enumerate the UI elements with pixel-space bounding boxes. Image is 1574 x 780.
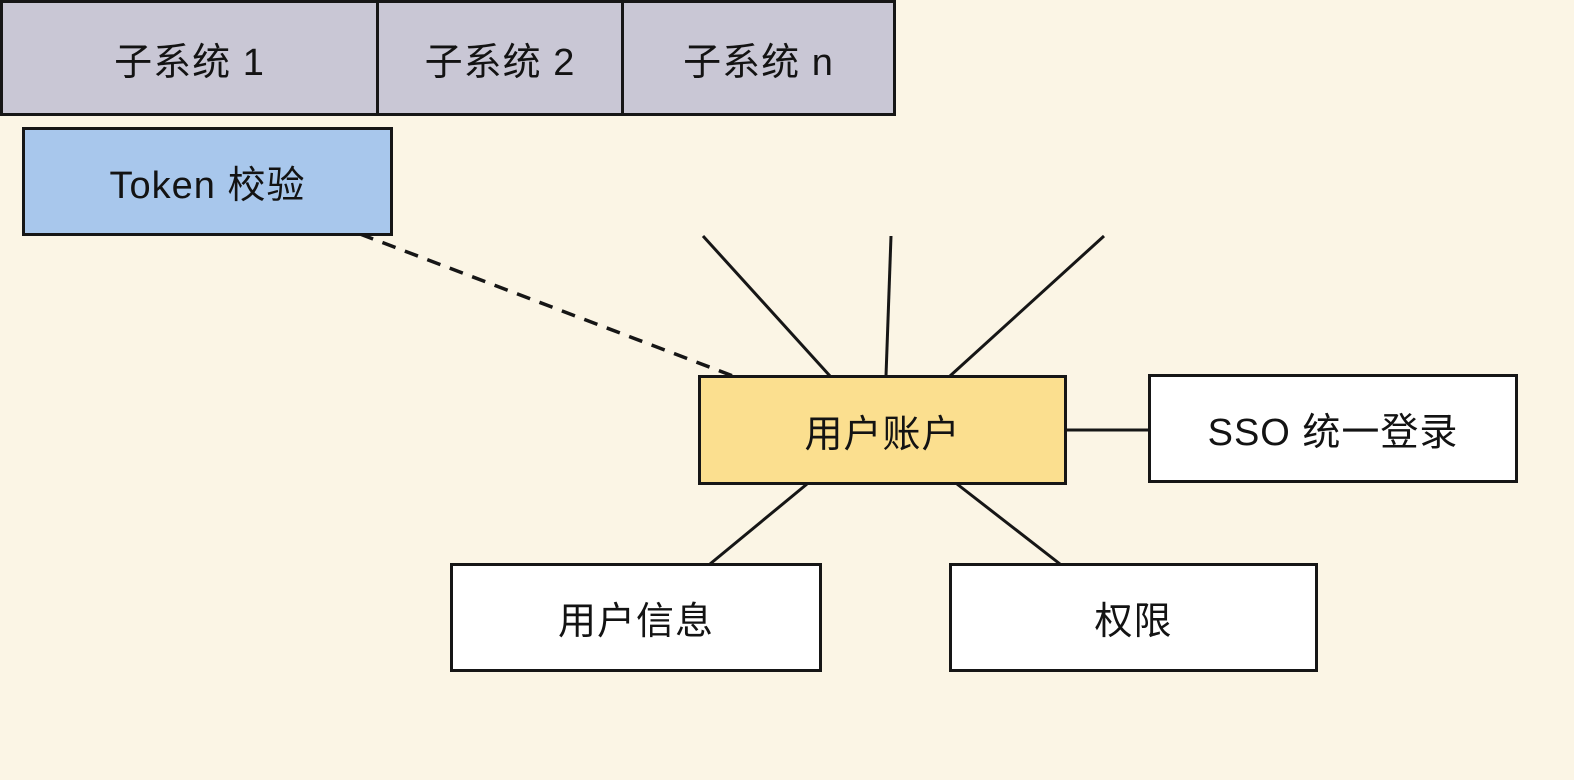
- node-subsystem-1: 子系统 1: [3, 3, 376, 113]
- node-token-validation: Token 校验: [22, 127, 393, 236]
- node-subsystem-n: 子系统 n: [621, 3, 893, 113]
- node-user-info-label: 用户信息: [557, 601, 714, 643]
- node-user-account: 用户账户: [698, 375, 1067, 485]
- edge-subsystemn-account: [948, 234, 1106, 378]
- edge-token-account-dashed: [359, 232, 734, 378]
- node-sso-login-label: SSO 统一登录: [1207, 412, 1459, 454]
- node-sso-login: SSO 统一登录: [1148, 374, 1518, 483]
- edge-account-permissions: [956, 482, 1061, 566]
- node-permissions: 权限: [949, 563, 1318, 672]
- edge-account-userinfo: [709, 482, 808, 566]
- node-subsystem-2: 子系统 2: [376, 3, 621, 113]
- node-subsystem-n-label: 子系统 n: [683, 41, 834, 84]
- edge-subsystem2-account: [884, 235, 893, 377]
- node-user-account-label: 用户账户: [804, 413, 961, 456]
- node-subsystem-1-label: 子系统 1: [114, 41, 265, 84]
- node-subsystems-group: 子系统 1 子系统 2 子系统 n: [0, 0, 896, 116]
- node-permissions-label: 权限: [1094, 601, 1173, 643]
- edge-subsystem1-account: [701, 234, 832, 378]
- node-token-validation-label: Token 校验: [109, 165, 306, 207]
- node-subsystem-2-label: 子系统 2: [424, 41, 576, 84]
- node-user-info: 用户信息: [450, 563, 822, 672]
